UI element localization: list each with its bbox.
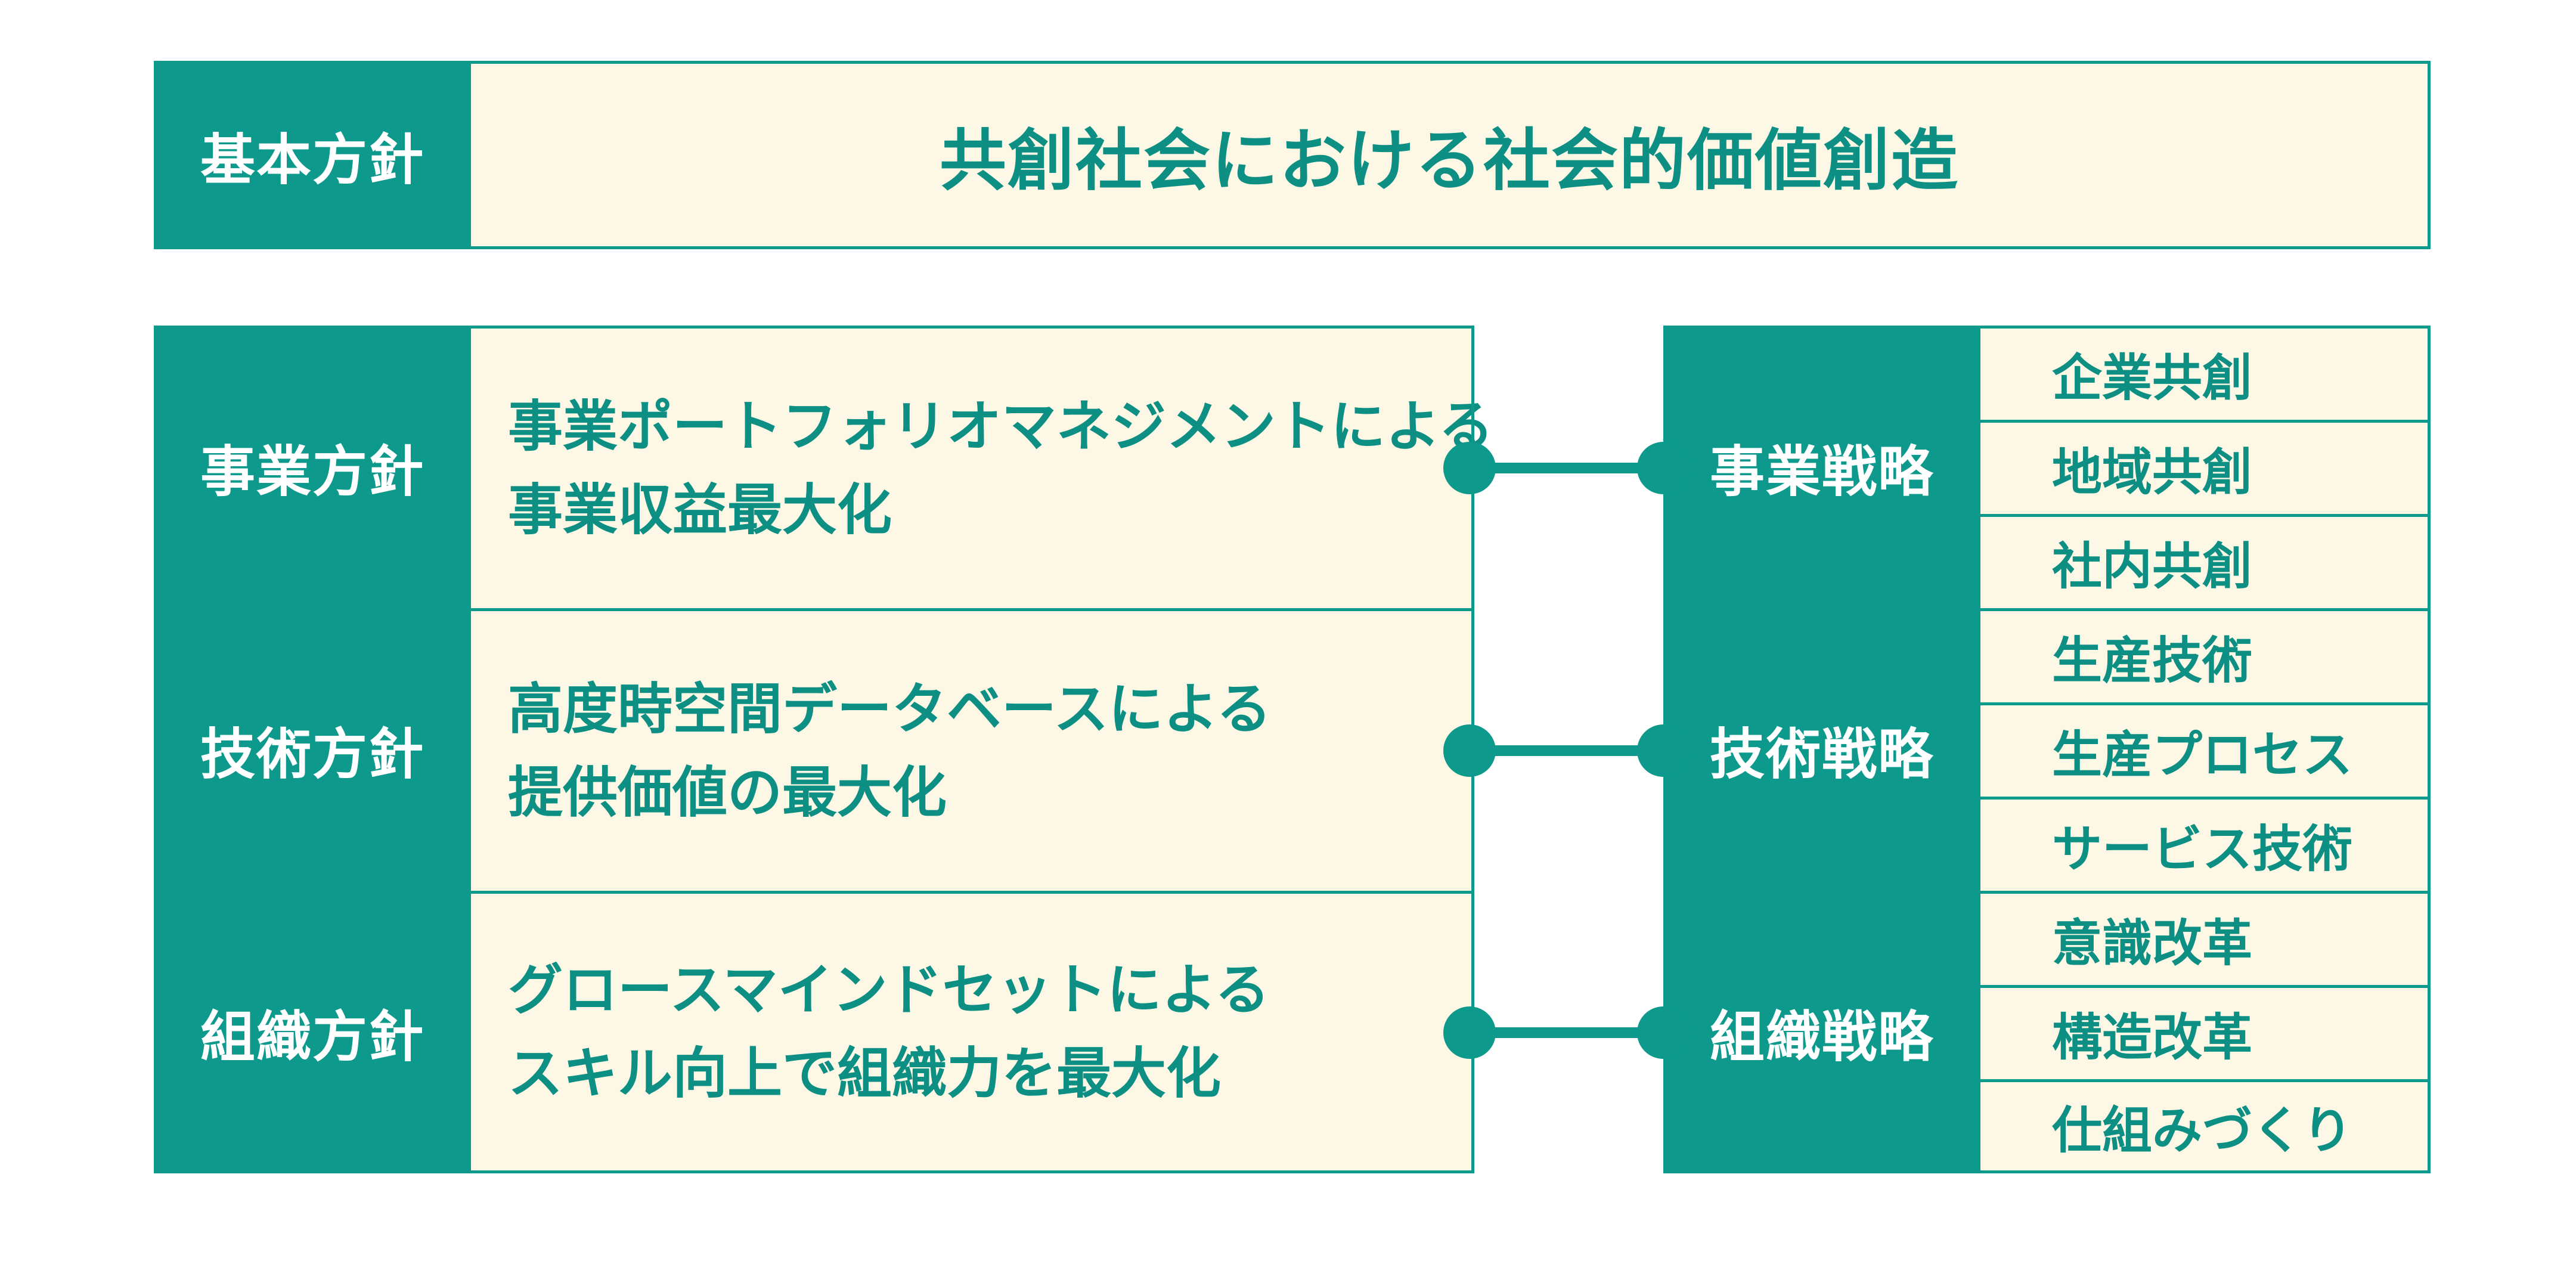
strategy-item-text: 地域共創 (2052, 443, 2253, 501)
strategy-label-text: 事業戦略 (1709, 439, 1934, 504)
strategy-item: サービス技術 (1977, 797, 2431, 894)
connector-organization (1443, 1006, 1690, 1059)
mission-label-text: 基本方針 (200, 128, 424, 192)
policy-label-text: 事業方針 (200, 439, 424, 504)
strategy-item-text: 企業共創 (2052, 349, 2253, 407)
strategy-item-text: サービス技術 (2052, 820, 2353, 878)
strategy-label-text: 技術戦略 (1709, 722, 1934, 786)
policy-label-business: 事業方針 (154, 326, 471, 608)
strategy-item: 企業共創 (1977, 326, 2431, 423)
strategy-item-text: 社内共創 (2052, 537, 2253, 596)
connector-technology (1443, 724, 1690, 777)
strategy-item-text: 意識改革 (2052, 914, 2253, 972)
policy-text-technology: 高度時空間データベースによる 提供価値の最大化 (468, 608, 1474, 894)
policy-label-technology: 技術方針 (154, 608, 471, 891)
policy-line: 事業収益最大化 (508, 478, 892, 542)
connector-business (1443, 442, 1690, 494)
mission-statement: 共創社会における社会的価値創造 (468, 61, 2431, 249)
strategy-label-organization: 組織戦略 (1663, 891, 1980, 1173)
mission-label: 基本方針 (154, 61, 471, 249)
strategy-item: 地域共創 (1977, 420, 2431, 517)
policy-line: 提供価値の最大化 (508, 760, 947, 825)
policy-line: 高度時空間データベースによる (508, 677, 1272, 741)
mission-statement-text: 共創社会における社会的価値創造 (940, 122, 1959, 200)
policy-text-organization: グロースマインドセットによる スキル向上で組織力を最大化 (468, 891, 1474, 1173)
strategy-item: 生産技術 (1977, 608, 2431, 705)
strategy-item-text: 生産技術 (2052, 631, 2253, 690)
strategy-label-text: 組織戦略 (1709, 1005, 1934, 1069)
strategy-item-text: 仕組みづくり (2052, 1101, 2353, 1160)
policy-label-text: 技術方針 (200, 722, 424, 786)
policy-label-text: 組織方針 (200, 1005, 424, 1069)
strategy-label-business: 事業戦略 (1663, 326, 1980, 608)
strategy-item-text: 構造改革 (2052, 1008, 2253, 1067)
strategy-item: 仕組みづくり (1977, 1079, 2431, 1173)
policy-line: 事業ポートフォリオマネジメントによる (508, 394, 1494, 458)
policy-line: スキル向上で組織力を最大化 (508, 1042, 1222, 1105)
strategy-item: 構造改革 (1977, 985, 2431, 1082)
strategy-item: 意識改革 (1977, 891, 2431, 988)
policy-label-organization: 組織方針 (154, 891, 471, 1173)
strategy-item-text: 生産プロセス (2052, 726, 2353, 784)
policy-line: グロースマインドセットによる (508, 958, 1270, 1022)
strategy-label-technology: 技術戦略 (1663, 608, 1980, 891)
